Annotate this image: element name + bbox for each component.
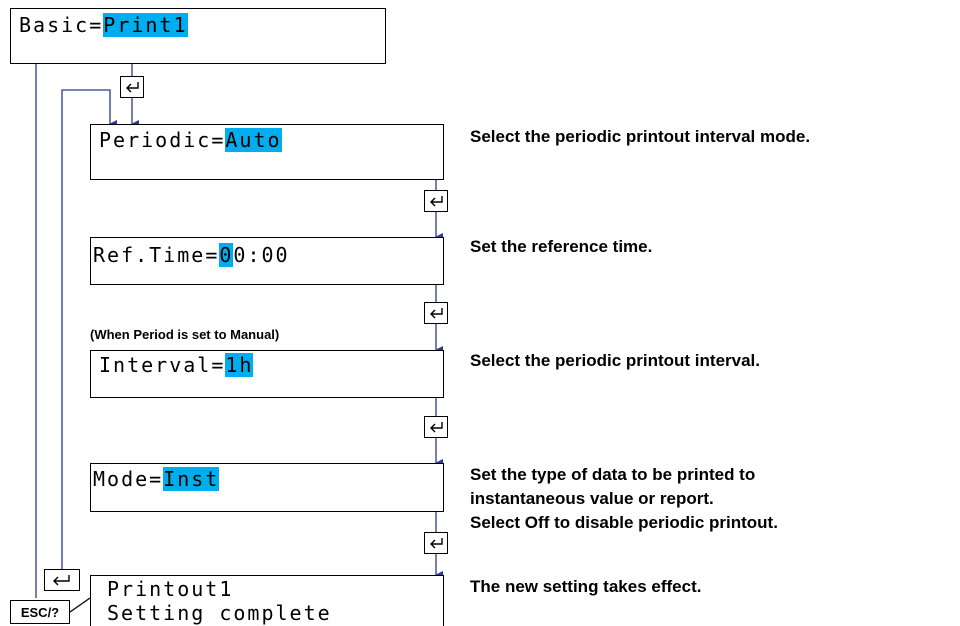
interval-prefix: Interval= [99, 353, 226, 377]
arrow-return-loop [61, 89, 117, 570]
reftime-prefix: Ref.Time= [93, 243, 220, 267]
desc-reftime: Set the reference time. [470, 237, 653, 256]
desc-complete: The new setting takes effect. [470, 577, 702, 596]
reftime-cursor: 0 [219, 243, 234, 267]
esc-key-button[interactable]: ESC/? [10, 600, 70, 624]
basic-value: Print1 [103, 13, 188, 37]
desc-mode-line3: Select Off to disable periodic printout. [470, 513, 778, 532]
enter-key-icon[interactable] [424, 416, 448, 438]
mode-value: Inst [163, 467, 220, 491]
lcd-basic-screen: Basic=Print1 [10, 8, 386, 64]
reftime-rest: 0:00 [233, 243, 290, 267]
enter-key-icon[interactable] [424, 532, 448, 554]
mode-prefix: Mode= [93, 467, 164, 491]
periodic-prefix: Periodic= [99, 128, 226, 152]
complete-line1: Printout1 [107, 577, 234, 601]
enter-key-icon[interactable] [424, 302, 448, 324]
enter-key-icon[interactable] [120, 76, 144, 98]
desc-periodic: Select the periodic printout interval mo… [470, 127, 811, 146]
periodic-value: Auto [225, 128, 282, 152]
desc-interval: Select the periodic printout interval. [470, 351, 760, 370]
interval-value: 1h [225, 353, 254, 377]
note-manual: (When Period is set to Manual) [90, 327, 280, 342]
lcd-complete-screen: Printout1 Setting complete [90, 575, 444, 626]
basic-prefix: Basic= [19, 13, 104, 37]
desc-mode-line1: Set the type of data to be printed to [470, 465, 756, 484]
enter-key-icon[interactable] [44, 569, 80, 591]
lcd-interval-screen: Interval=1h [90, 350, 444, 398]
complete-line2: Setting complete [107, 601, 332, 625]
lcd-reftime-screen: Ref.Time=00:00 [90, 237, 444, 285]
desc-mode-line2: instantaneous value or report. [470, 489, 714, 508]
enter-key-icon[interactable] [424, 190, 448, 212]
lcd-mode-screen: Mode=Inst [90, 463, 444, 512]
lcd-periodic-screen: Periodic=Auto [90, 124, 444, 180]
